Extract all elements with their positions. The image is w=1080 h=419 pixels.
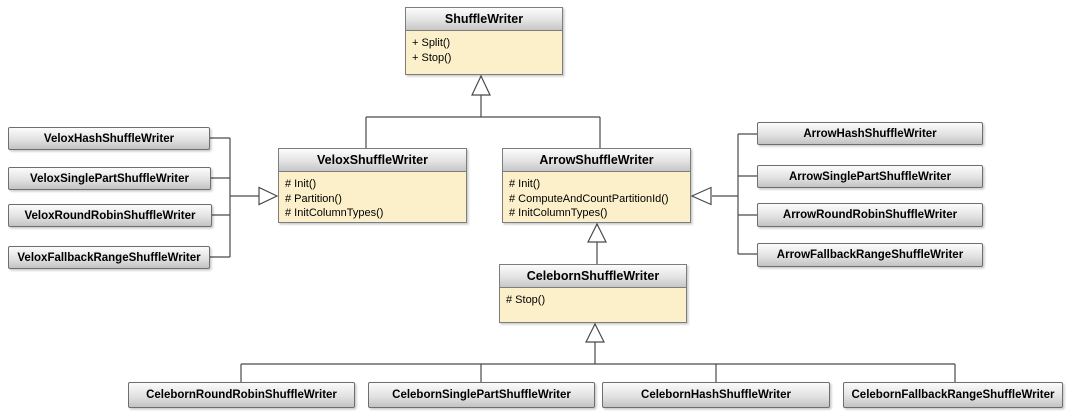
class-arrowfallbackrangeshufflewriter: ArrowFallbackRangeShuffleWriter	[757, 243, 983, 267]
class-arrowshufflewriter: ArrowShuffleWriter # Init() # ComputeAnd…	[502, 148, 691, 223]
class-arrowshufflewriter-methods: # Init() # ComputeAndCountPartitionId() …	[503, 172, 690, 221]
class-celebornshufflewriter-methods: # Stop()	[500, 288, 686, 308]
class-veloxfallbackrangeshufflewriter: VeloxFallbackRangeShuffleWriter	[8, 246, 210, 269]
inheritance-triangle-shufflewriter	[471, 74, 491, 96]
connector-arrow-children	[690, 133, 757, 255]
inheritance-triangle-arrowshufflewriter	[690, 186, 712, 206]
class-arrowsinglepartshufflewriter: ArrowSinglePartShuffleWriter	[757, 165, 983, 188]
class-arrowroundrobinshufflewriter: ArrowRoundRobinShuffleWriter	[757, 203, 983, 227]
class-veloxsinglepartshufflewriter: VeloxSinglePartShuffleWriter	[8, 167, 211, 190]
method-partition: # Partition()	[285, 192, 342, 205]
connector-velox-children	[210, 137, 279, 258]
class-veloxhashshufflewriter: VeloxHashShuffleWriter	[8, 127, 210, 150]
method-stop: # Stop()	[506, 294, 546, 306]
method-initcolumntypes: # InitColumnTypes()	[509, 207, 608, 219]
class-veloxshufflewriter-methods: # Init() # Partition() # InitColumnTypes…	[279, 172, 466, 221]
class-celebornhashshufflewriter: CelebornHashShuffleWriter	[602, 382, 830, 408]
class-celebornshufflewriter: CelebornShuffleWriter # Stop()	[499, 264, 687, 323]
method-init: # Init()	[285, 178, 317, 190]
method-initcolumntypes: # InitColumnTypes()	[285, 207, 384, 219]
method-computeandcountpartitionid: # ComputeAndCountPartitionId()	[509, 192, 669, 205]
class-veloxroundrobinshufflewriter: VeloxRoundRobinShuffleWriter	[8, 204, 212, 227]
class-shufflewriter-methods: + Split() + Stop()	[406, 31, 562, 65]
inheritance-triangle-arrowshufflewriter-bottom	[587, 222, 607, 243]
inheritance-triangle-veloxshufflewriter	[258, 186, 279, 206]
class-shufflewriter: ShuffleWriter + Split() + Stop()	[405, 7, 563, 75]
connector-celeborn-arrow	[587, 222, 607, 264]
class-celebornsinglepartshufflewriter: CelebornSinglePartShuffleWriter	[368, 382, 595, 408]
method-init: # Init()	[509, 178, 541, 190]
method-split: + Split()	[412, 37, 451, 49]
inheritance-triangle-celebornshufflewriter	[585, 322, 605, 343]
class-veloxshufflewriter-name: VeloxShuffleWriter	[279, 149, 466, 172]
method-stop: + Stop()	[412, 51, 452, 64]
class-arrowhashshufflewriter: ArrowHashShuffleWriter	[757, 122, 983, 145]
class-arrowshufflewriter-name: ArrowShuffleWriter	[503, 149, 690, 172]
class-celebornshufflewriter-name: CelebornShuffleWriter	[500, 265, 686, 288]
class-shufflewriter-name: ShuffleWriter	[406, 8, 562, 31]
class-celebornroundrobinshufflewriter: CelebornRoundRobinShuffleWriter	[128, 382, 355, 408]
class-veloxshufflewriter: VeloxShuffleWriter # Init() # Partition(…	[278, 148, 467, 223]
connector-celeborn-children	[240, 322, 956, 382]
class-celebornfallbackrangeshufflewriter: CelebornFallbackRangeShuffleWriter	[843, 382, 1063, 408]
connector-root-children	[365, 74, 601, 148]
